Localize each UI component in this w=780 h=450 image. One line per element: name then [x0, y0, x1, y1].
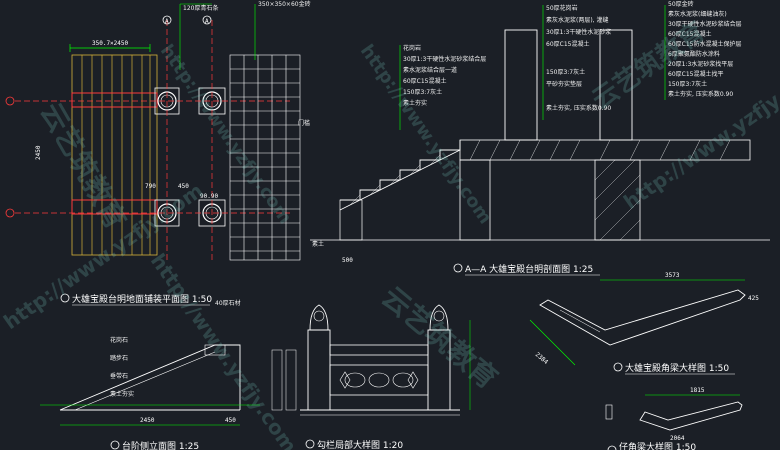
plan-stone-note: 40厚石材: [215, 299, 241, 307]
svg-text:60厚C15混凝土找平: 60厚C15混凝土找平: [668, 70, 723, 78]
plan-paving-grid: [229, 54, 301, 261]
plan-beam-lower: [71, 199, 158, 215]
axis-bubble-a2: [202, 15, 212, 25]
svg-text:花岗石: 花岗石: [110, 336, 128, 344]
corner-title: 大雄宝殿角梁大样图 1:50: [625, 362, 729, 374]
corner2-dim-2064: 2064: [670, 435, 685, 442]
svg-text:踏步石: 踏步石: [110, 354, 128, 362]
railing-finial-left: [309, 304, 329, 331]
plan-title-bubble: [60, 293, 70, 303]
svg-text:60厚C15混凝土: 60厚C15混凝土: [546, 40, 589, 48]
section-notes-right: 50厚金砖 素灰水泥浆(细缝油灰) 30厚干硬性水泥砂浆结合层 60厚C15混凝…: [668, 0, 742, 98]
section-title-bubble: [453, 263, 463, 273]
svg-text:6厚聚氨酯防水涂料: 6厚聚氨酯防水涂料: [668, 50, 720, 58]
plan-dim-790: 790: [145, 183, 156, 190]
svg-text:素灰水泥浆(细缝油灰): 素灰水泥浆(细缝油灰): [668, 10, 727, 18]
plan-dim-9090: 90.90: [200, 193, 218, 200]
axis-bubble-left-upper: [5, 96, 15, 106]
step-outline: [59, 344, 241, 411]
axis-label-a2: A: [205, 18, 209, 25]
svg-text:素土夯实: 素土夯实: [403, 99, 427, 107]
railing-ornament: [339, 371, 419, 389]
section-notes-mid: 50厚花岗岩 素灰水泥浆(两层), 灌缝 30厚1:3干硬性水泥砂浆 60厚C1…: [546, 4, 611, 112]
plan-note-gold-brick: 350×350×60金砖: [258, 0, 311, 8]
svg-text:花岗岩: 花岗岩: [403, 44, 421, 52]
step-dim-length: 2450: [140, 417, 155, 424]
svg-text:30厚1:3干硬性水泥砂浆: 30厚1:3干硬性水泥砂浆: [546, 28, 611, 36]
railing-title: 勾栏局部大样图 1:20: [317, 439, 403, 450]
step-elevation: 花岗石 踏步石 垂带石 素土夯实 2450 450 台阶侧立面图 1:25: [40, 336, 260, 450]
section-notes-left: 花岗岩 30厚1:3干硬性水泥砂浆结合层 素水泥浆结合层一道 60厚C15混凝土…: [403, 44, 486, 107]
plan-width-dimension: 350.7×2450: [92, 40, 129, 47]
svg-text:150厚3:7灰土: 150厚3:7灰土: [668, 80, 707, 88]
corner-beam-outline: [539, 289, 746, 346]
step-title-bubble: [110, 440, 120, 450]
plan-plank-lines: [81, 55, 151, 255]
corner-beam-detail: 3573 2384 425 大雄宝殿角梁大样图 1:50 1815 2064 仔…: [529, 272, 759, 450]
railing-panel: [329, 364, 429, 396]
svg-text:30厚1:3干硬性水泥砂浆结合层: 30厚1:3干硬性水泥砂浆结合层: [403, 55, 486, 63]
plan-door-sill-note: 门槛: [298, 119, 310, 127]
section-platform-hatch: [469, 139, 731, 161]
plan-dim-left: 2450: [35, 145, 42, 160]
svg-text:素水泥浆结合层一道: 素水泥浆结合层一道: [403, 66, 457, 74]
svg-text:素土夯实: 素土夯实: [110, 390, 134, 398]
section-aa: 素土 500 花岗岩 30厚1:3干硬性水泥砂浆结合层 素水泥浆结合层一道 60…: [310, 0, 770, 276]
plan-view: 350.7×2450: [5, 0, 311, 307]
svg-text:50厚金砖: 50厚金砖: [668, 0, 694, 8]
plan-beam-upper: [71, 92, 158, 108]
section-foundation-hatch: [594, 159, 641, 241]
railing-left-balusters: [271, 349, 297, 411]
plan-axis-lines: [15, 20, 290, 260]
svg-text:150厚3:7灰土: 150厚3:7灰土: [403, 88, 442, 96]
corner-title-bubble: [613, 362, 623, 372]
corner2-dim-1815: 1815: [690, 387, 705, 394]
corner2-title: 仔角梁大样图 1:50: [619, 441, 696, 450]
svg-text:素灰水泥浆(两层), 灌缝: 素灰水泥浆(两层), 灌缝: [546, 16, 609, 24]
step-notes: 花岗石 踏步石 垂带石 素土夯实: [110, 336, 134, 398]
railing-finial-right: [429, 304, 449, 331]
svg-text:素土夯实, 压实系数0.90: 素土夯实, 压实系数0.90: [546, 104, 611, 112]
railing-detail: 勾栏局部大样图 1:20: [271, 304, 471, 450]
axis-label-a1: A: [165, 18, 169, 25]
railing-top-rail: [329, 344, 429, 356]
railing-title-bubble: [305, 439, 315, 449]
section-title: A—A 大雄宝殿台明剖面图 1:25: [465, 263, 593, 275]
svg-text:60厚C15混凝土: 60厚C15混凝土: [668, 30, 711, 38]
plan-dim-450: 450: [178, 183, 189, 190]
section-soil-label: 素土: [312, 240, 324, 248]
section-stair-profile: [340, 140, 461, 201]
svg-text:20厚1:3水泥砂浆找平层: 20厚1:3水泥砂浆找平层: [668, 60, 733, 68]
plan-plank-area: [71, 54, 158, 256]
axis-bubble-left-lower: [5, 208, 15, 218]
svg-text:垂带石: 垂带石: [110, 372, 128, 380]
step-title: 台阶侧立面图 1:25: [122, 440, 199, 450]
plan-title: 大雄宝殿台明地面铺装平面图 1:50: [72, 293, 212, 305]
svg-text:30厚干硬性水泥砂浆结合层: 30厚干硬性水泥砂浆结合层: [668, 20, 742, 28]
svg-text:平砂夯实垫层: 平砂夯实垫层: [546, 80, 582, 88]
step-dim-450: 450: [225, 417, 236, 424]
corner-beam2-outline: [639, 401, 743, 431]
svg-text:60厚C15混凝土: 60厚C15混凝土: [403, 77, 446, 85]
svg-text:50厚花岗岩: 50厚花岗岩: [546, 4, 578, 12]
plan-note-stone-strip: 120厚青石条: [183, 4, 218, 12]
corner-dim-3573: 3573: [665, 272, 680, 279]
axis-bubble-a1: [162, 15, 172, 25]
corner-dim-425: 425: [748, 295, 759, 302]
svg-text:素土夯实, 压实系数0.90: 素土夯实, 压实系数0.90: [668, 90, 733, 98]
corner2-title-bubble: [607, 445, 617, 450]
svg-text:150厚3:7灰土: 150厚3:7灰土: [546, 68, 585, 76]
section-dim-500: 500: [342, 257, 353, 264]
svg-text:60厚C15防水混凝土保护层: 60厚C15防水混凝土保护层: [668, 40, 741, 48]
